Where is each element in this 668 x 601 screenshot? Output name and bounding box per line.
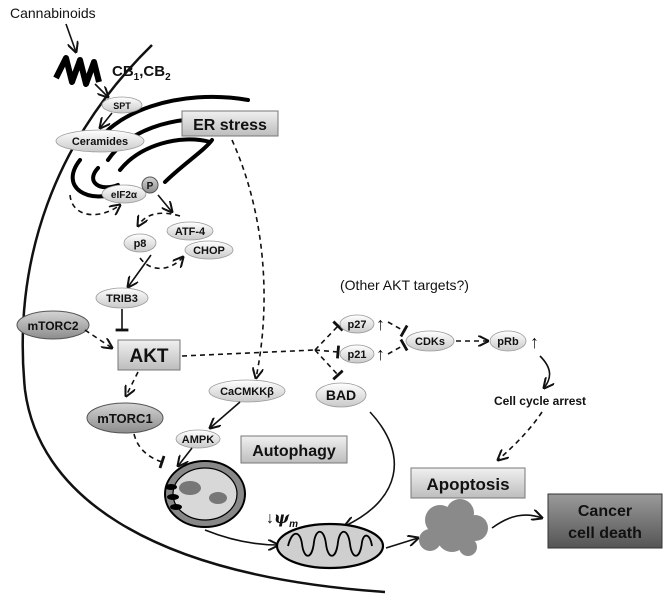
mtorc1-oval (86, 402, 164, 434)
other-akt-targets-label: (Other AKT targets?) (340, 277, 469, 293)
bad-oval (315, 382, 367, 408)
camkk-label: CaCMKKβ (220, 386, 274, 398)
p21-oval (339, 344, 375, 364)
prb-oval (489, 330, 527, 352)
cdks-label: CDKs (415, 336, 445, 348)
trib3-label: TRIB3 (106, 293, 138, 305)
phospho-circle (141, 176, 159, 194)
phospho-label: P (147, 181, 154, 192)
apoptosis-box (410, 467, 526, 499)
p21-label: p21 (348, 349, 367, 361)
cb-receptor-icon (53, 55, 102, 87)
p21-up-arrow: ↑ (376, 344, 385, 364)
p8-label: p8 (134, 238, 147, 250)
er-stress-box (181, 110, 279, 137)
p27-label: p27 (348, 319, 367, 331)
p27-up-arrow: ↑ (376, 314, 385, 334)
p27-oval (339, 314, 375, 334)
er-stress-label: ER stress (193, 117, 267, 134)
apoptosis-label: Apoptosis (426, 475, 509, 494)
atf4-label: ATF-4 (175, 226, 206, 238)
eif2a-label: eIF2α (111, 190, 138, 201)
akt-box (117, 339, 181, 371)
bad-label: BAD (326, 387, 356, 403)
mtorc2-oval (16, 310, 90, 340)
prb-label: pRb (497, 336, 519, 348)
cdks-oval (405, 330, 455, 352)
akt-label: AKT (129, 346, 168, 367)
mtorc2-label: mTORC2 (27, 319, 78, 333)
chop-oval (184, 240, 234, 260)
ampk-label: AMPK (182, 434, 214, 446)
cell-cycle-arrest-label: Cell cycle arrest (494, 394, 586, 408)
camkk-oval (208, 379, 286, 403)
autophagy-label: Autophagy (252, 443, 336, 460)
spt-label: SPT (113, 101, 131, 111)
spt-oval (101, 96, 143, 114)
eif2a-oval (101, 184, 147, 204)
membrane-potential-label: ↓ψm (266, 508, 298, 530)
apoptotic-cell-icon (419, 499, 488, 556)
cb-receptor-label: CB1,CB2 (112, 63, 171, 83)
mitochondrion-icon (275, 522, 385, 570)
prb-up-arrow: ↑ (530, 332, 539, 352)
p8-oval (123, 233, 157, 253)
trib3-oval (95, 287, 149, 309)
ampk-oval (175, 429, 221, 449)
cancer-cell-death-line2: cell death (568, 525, 642, 542)
autophagy-box (240, 435, 348, 464)
ceramides-label: Ceramides (72, 136, 128, 148)
mtorc1-label: mTORC1 (97, 411, 152, 426)
atf4-oval (166, 221, 214, 241)
cancer-cell-death-box (547, 493, 663, 549)
cannabinoids-label: Cannabinoids (10, 5, 96, 21)
chop-label: CHOP (193, 245, 225, 257)
autophagosome-icon (164, 460, 246, 528)
cancer-cell-death-line1: Cancer (578, 503, 632, 520)
